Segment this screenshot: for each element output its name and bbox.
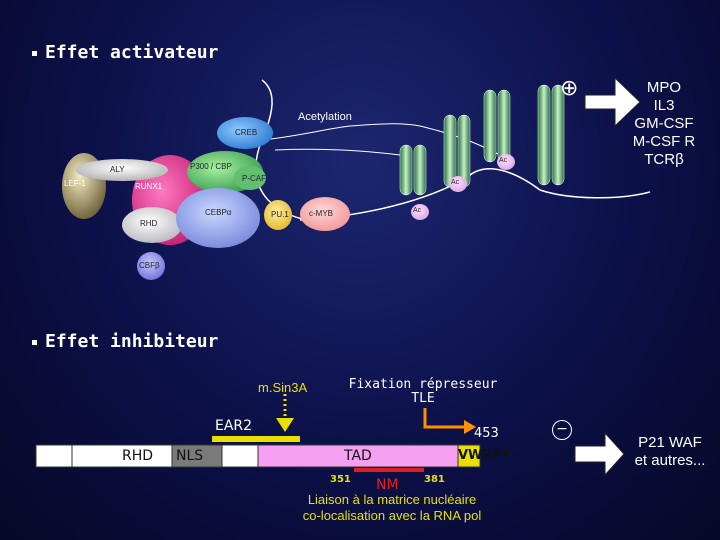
vwrpy-box	[457, 444, 481, 468]
bullet-icon	[32, 50, 37, 56]
creb-label: CREB	[235, 128, 258, 137]
pu1-label: PU.1	[271, 210, 289, 219]
liaison-label: Liaison à la matrice nucléaire co-locali…	[302, 492, 482, 523]
target-gene: P21 WAF	[638, 434, 702, 451]
ac-badge	[449, 176, 467, 192]
rhd-label: RHD	[122, 448, 154, 464]
bullet-icon	[32, 339, 37, 345]
cbfb-protein	[137, 252, 165, 280]
cebpa-protein	[176, 188, 260, 248]
target-gene: GM-CSF	[634, 115, 694, 132]
target-gene: M-CSF R	[632, 133, 696, 150]
activator-targets: MPO IL3 GM-CSF M-CSF R TCRβ	[622, 79, 706, 169]
minus-icon: −	[552, 420, 572, 440]
num453-label: 453	[474, 426, 499, 441]
aly-protein	[76, 159, 168, 181]
inhibition-arrow	[574, 431, 625, 477]
runx1-label: RUNX1	[135, 182, 163, 191]
inhibitor-targets: P21 WAF et autres...	[624, 434, 716, 470]
target-gene: IL3	[653, 97, 675, 114]
nm-label: NM	[376, 477, 399, 493]
ac-badge	[497, 154, 515, 170]
plus-icon: ⊕	[560, 76, 579, 101]
heading-activator: Effet activateur	[32, 42, 218, 63]
lef1-label: LEF-1	[64, 179, 86, 188]
ac-label: Ac	[451, 179, 460, 186]
pu1-protein	[264, 200, 292, 230]
ac-label: Ac	[413, 207, 422, 214]
ear2-label: EAR2	[215, 418, 253, 434]
target-gene: MPO	[646, 79, 682, 96]
cmyb-protein	[300, 197, 350, 231]
heading-inhibitor: Effet inhibiteur	[32, 331, 218, 352]
target-gene: TCRβ	[644, 151, 684, 168]
pcaf-protein	[234, 166, 266, 190]
tle-arrow	[464, 420, 476, 434]
fixation-label: Fixation répresseur TLE	[348, 377, 498, 406]
ac-label: Ac	[499, 157, 508, 164]
nucleosome-fibers	[399, 84, 565, 196]
target-gene: et autres...	[634, 452, 706, 469]
ac-badge	[411, 204, 429, 220]
pcaf-label: P-CAF	[242, 174, 266, 183]
nls-label: NLS	[176, 448, 204, 464]
tad-label: TAD	[344, 448, 372, 464]
rhd-protein	[122, 207, 182, 243]
msin3a-arrow	[276, 418, 294, 432]
creb-protein	[217, 117, 273, 149]
nls-box	[171, 444, 223, 468]
num351-label: 351	[330, 474, 351, 485]
cbfb-label: CBFβ	[139, 261, 160, 270]
cmyb-label: c-MYB	[309, 209, 333, 218]
acetylation-label: Acetylation	[298, 111, 352, 123]
activation-arrow	[584, 76, 641, 128]
vwrpy-label: VWRPY	[458, 448, 512, 463]
cebpa-label: CEBPα	[205, 208, 232, 217]
p300-label: P300 / CBP	[190, 162, 232, 171]
msin3a-label: m.Sin3A	[258, 380, 308, 395]
rhd-top-label: RHD	[140, 219, 158, 228]
num381-label: 381	[424, 474, 445, 485]
aly-label: ALY	[110, 165, 125, 174]
